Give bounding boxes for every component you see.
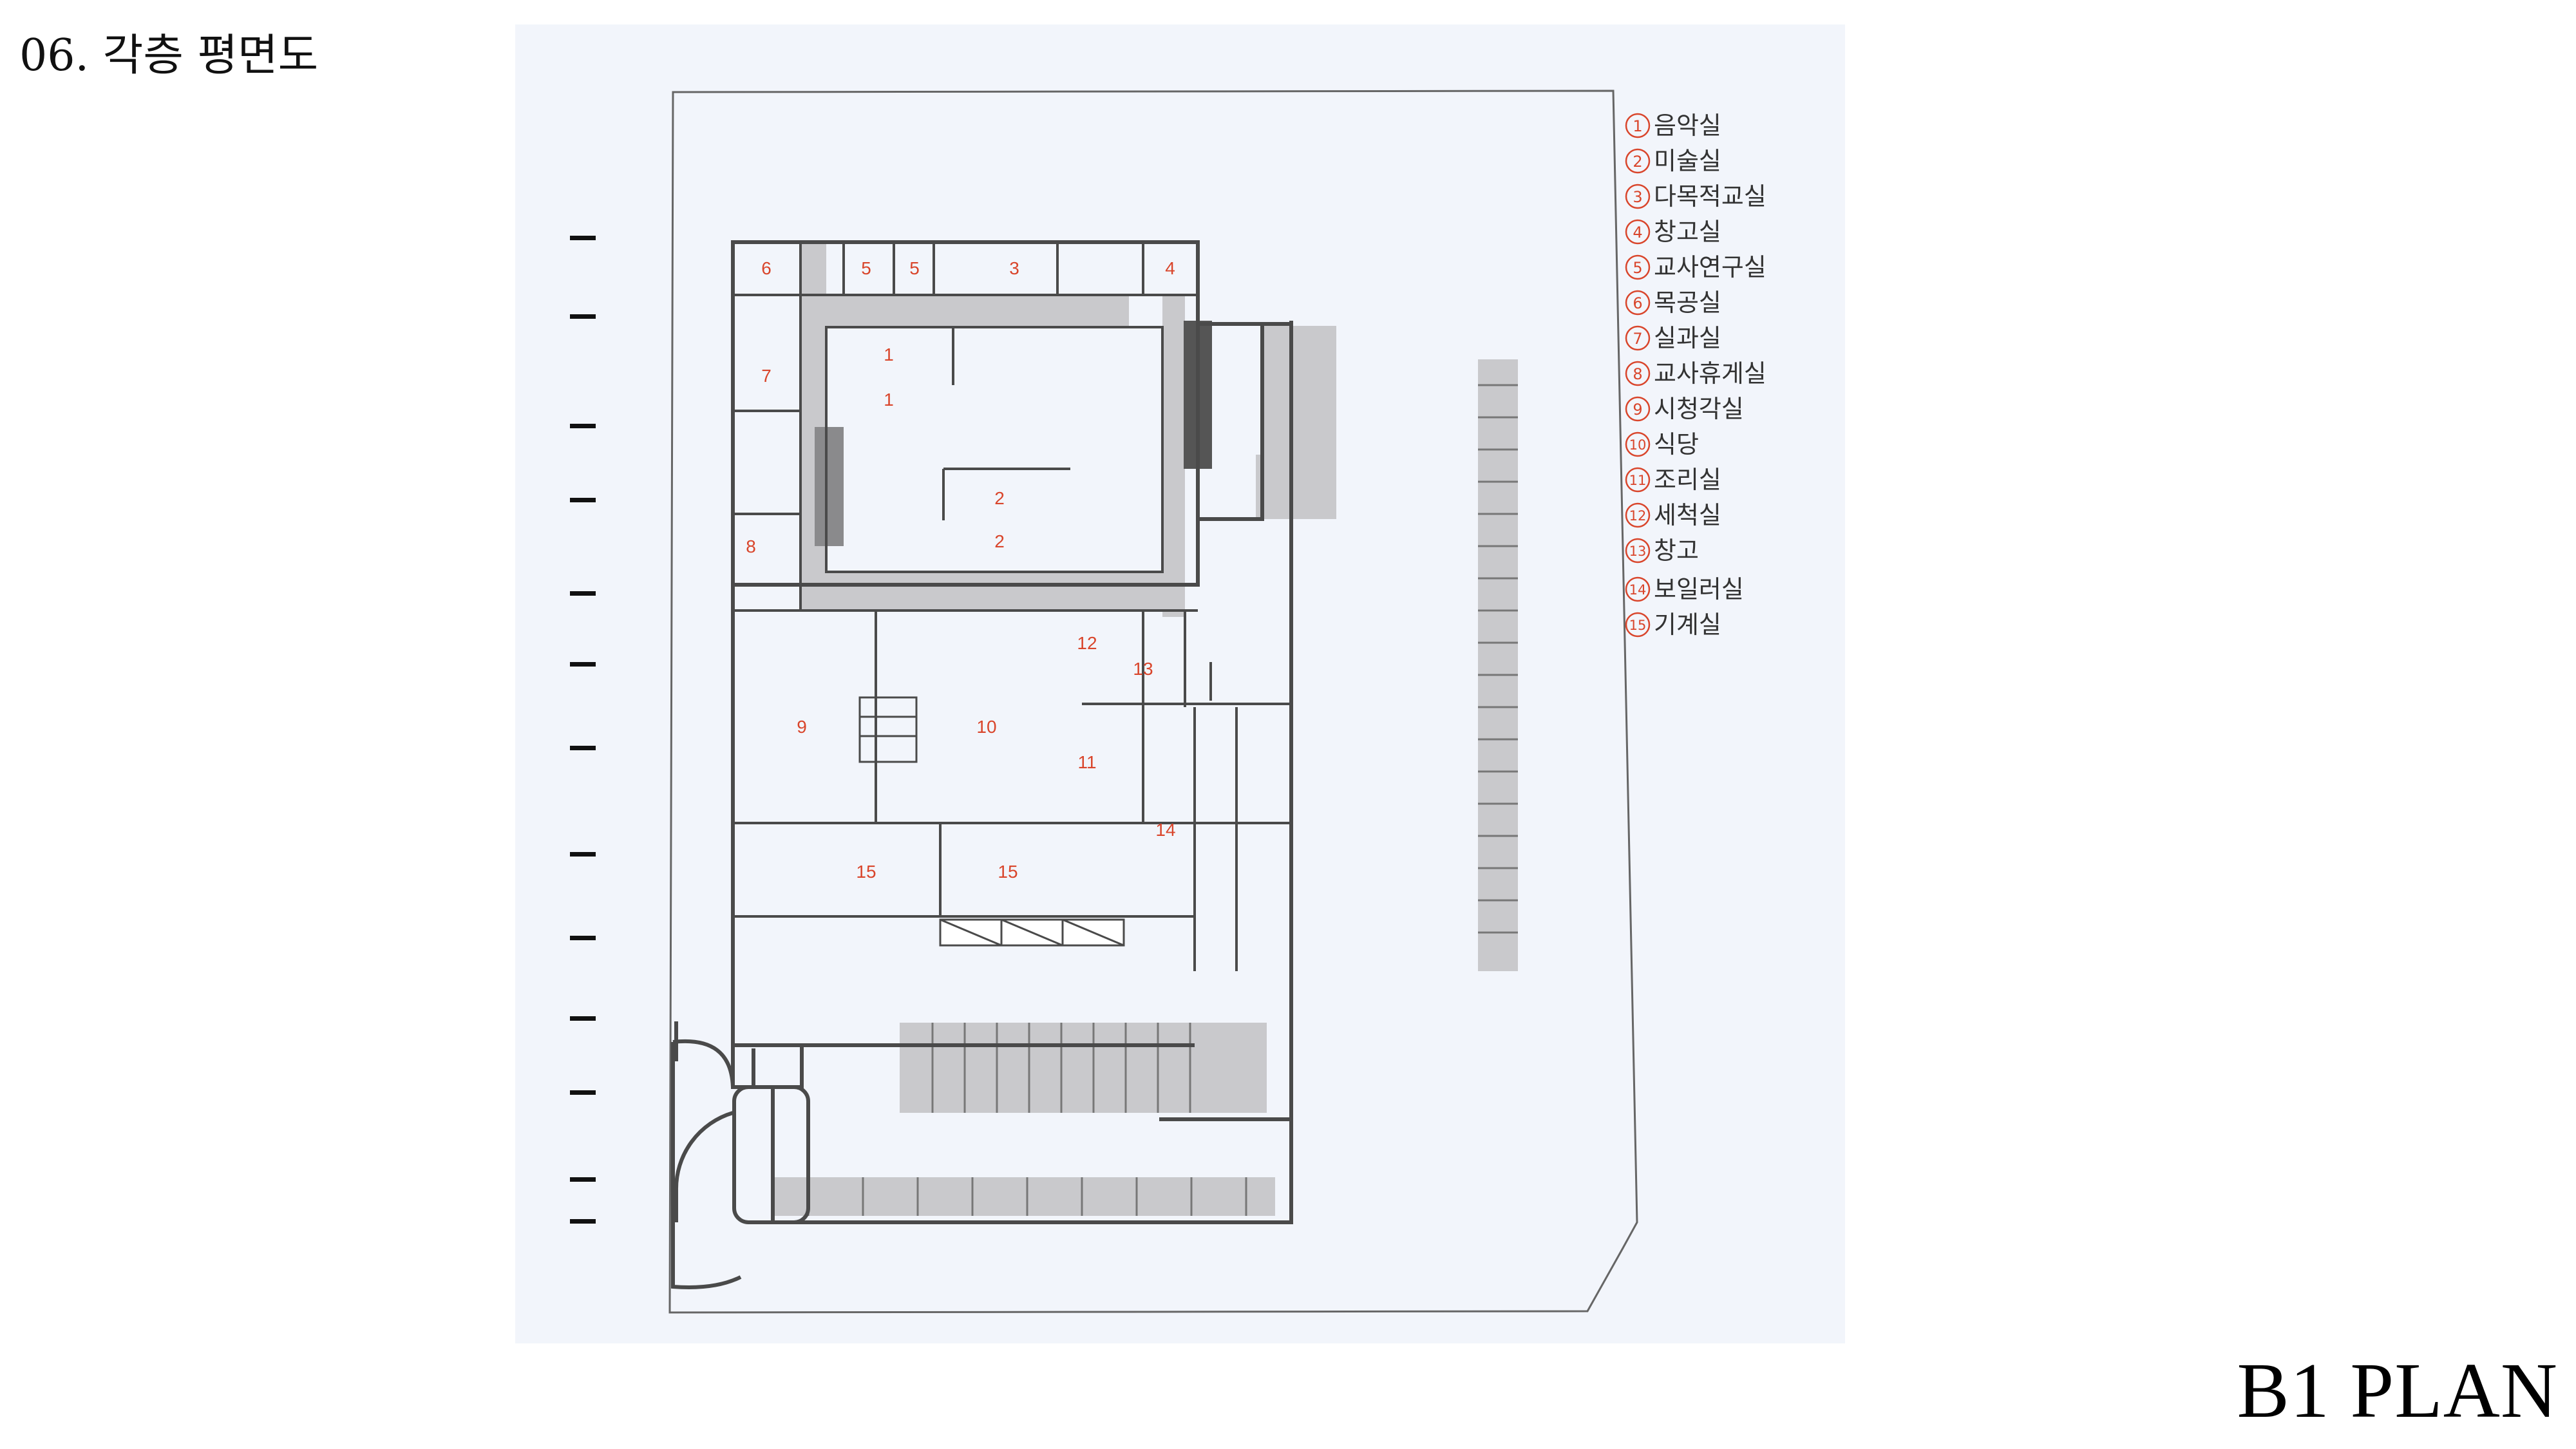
legend-item: 11 조리실 [1625, 466, 1721, 494]
room-number: 9 [797, 717, 807, 737]
interior-partitions [733, 242, 1291, 971]
room-number: 10 [976, 717, 996, 737]
legend-number: 8 [1633, 365, 1642, 383]
legend-item: 8 교사휴게실 [1625, 359, 1766, 388]
legend-item: 4 창고실 [1625, 218, 1721, 246]
legend-name: 시청각실 [1654, 395, 1744, 423]
legend-number: 11 [1629, 473, 1647, 488]
room-number: 4 [1165, 258, 1175, 278]
room-number: 1 [884, 390, 894, 410]
legend-number: 2 [1633, 153, 1642, 171]
legend-item: 14 보일러실 [1625, 575, 1744, 603]
room-number: 14 [1155, 820, 1175, 840]
legend-number: 1 [1633, 117, 1642, 135]
room-number: 7 [761, 366, 772, 386]
legend-item: 6 목공실 [1625, 289, 1721, 317]
room-number: 2 [994, 488, 1005, 508]
legend-name: 기계실 [1654, 611, 1721, 639]
walls [674, 240, 1293, 1224]
mechanical-vents [939, 918, 1125, 947]
legend-number: 6 [1633, 294, 1642, 312]
floor-plan-drawing: 1 1 2 2 3 4 5 5 6 7 8 9 10 11 12 13 14 1… [570, 90, 1766, 1314]
legend-item: 10 식당 [1625, 430, 1699, 459]
legend-name: 세척실 [1654, 501, 1721, 529]
legend-name: 창고 [1654, 536, 1699, 565]
legend-number: 10 [1629, 437, 1647, 453]
room-number: 5 [909, 258, 920, 278]
legend-item: 9 시청각실 [1625, 395, 1744, 423]
legend-item: 7 실과실 [1625, 324, 1721, 352]
plan-label: B1 PLAN [2237, 1347, 2558, 1434]
floor-plan-panel: 1 1 2 2 3 4 5 5 6 7 8 9 10 11 12 13 14 1… [515, 24, 1845, 1343]
legend-number: 15 [1629, 618, 1647, 633]
room-number: 11 [1077, 752, 1096, 772]
site-boundary [668, 90, 1638, 1314]
room-number: 2 [994, 531, 1005, 551]
room-number: 13 [1133, 659, 1153, 679]
legend-item: 12 세척실 [1625, 501, 1721, 529]
legend-name: 조리실 [1654, 466, 1721, 494]
legend-name: 목공실 [1654, 289, 1721, 317]
legend-name: 다목적교실 [1654, 182, 1766, 211]
legend-number: 7 [1633, 330, 1642, 348]
legend-name: 교사휴게실 [1654, 359, 1766, 388]
room-legend: 1 음악실 2 미술실 3 다목적교실 4 창고실 5 교사연구실 [1625, 111, 1766, 639]
legend-item: 3 다목적교실 [1625, 182, 1766, 211]
legend-name: 교사연구실 [1654, 253, 1766, 281]
legend-number: 13 [1629, 544, 1647, 559]
legend-number: 12 [1629, 508, 1647, 524]
room-number: 15 [998, 862, 1018, 882]
room-number: 3 [1009, 258, 1019, 278]
legend-name: 미술실 [1654, 147, 1721, 175]
legend-number: 4 [1633, 223, 1642, 242]
room-number: 1 [884, 345, 894, 365]
room-number: 8 [746, 536, 756, 556]
legend-item: 2 미술실 [1625, 147, 1721, 175]
legend-name: 창고실 [1654, 218, 1721, 246]
legend-name: 음악실 [1654, 111, 1721, 140]
legend-item: 13 창고 [1625, 536, 1699, 565]
legend-name: 실과실 [1654, 324, 1721, 352]
parking-stalls [807, 384, 1518, 1216]
legend-item: 15 기계실 [1625, 611, 1721, 639]
legend-name: 식당 [1654, 430, 1699, 459]
legend-item: 5 교사연구실 [1625, 253, 1766, 281]
grid-line-markers [570, 236, 596, 1224]
page-title: 06. 각층 평면도 [19, 30, 319, 81]
legend-number: 3 [1633, 188, 1642, 206]
staircase [858, 696, 918, 763]
room-numbers: 1 1 2 2 3 4 5 5 6 7 8 9 10 11 12 13 14 1… [746, 258, 1175, 882]
legend-number: 14 [1629, 582, 1647, 598]
room-number: 5 [861, 258, 871, 278]
room-number: 6 [761, 258, 772, 278]
parking-island [671, 1039, 810, 1289]
legend-item: 1 음악실 [1625, 111, 1721, 140]
legend-number: 9 [1633, 401, 1642, 419]
legend-name: 보일러실 [1654, 575, 1744, 603]
legend-number: 5 [1633, 259, 1642, 277]
circulation-zones [773, 243, 1518, 1216]
room-number: 12 [1077, 633, 1097, 653]
room-number: 15 [856, 862, 876, 882]
